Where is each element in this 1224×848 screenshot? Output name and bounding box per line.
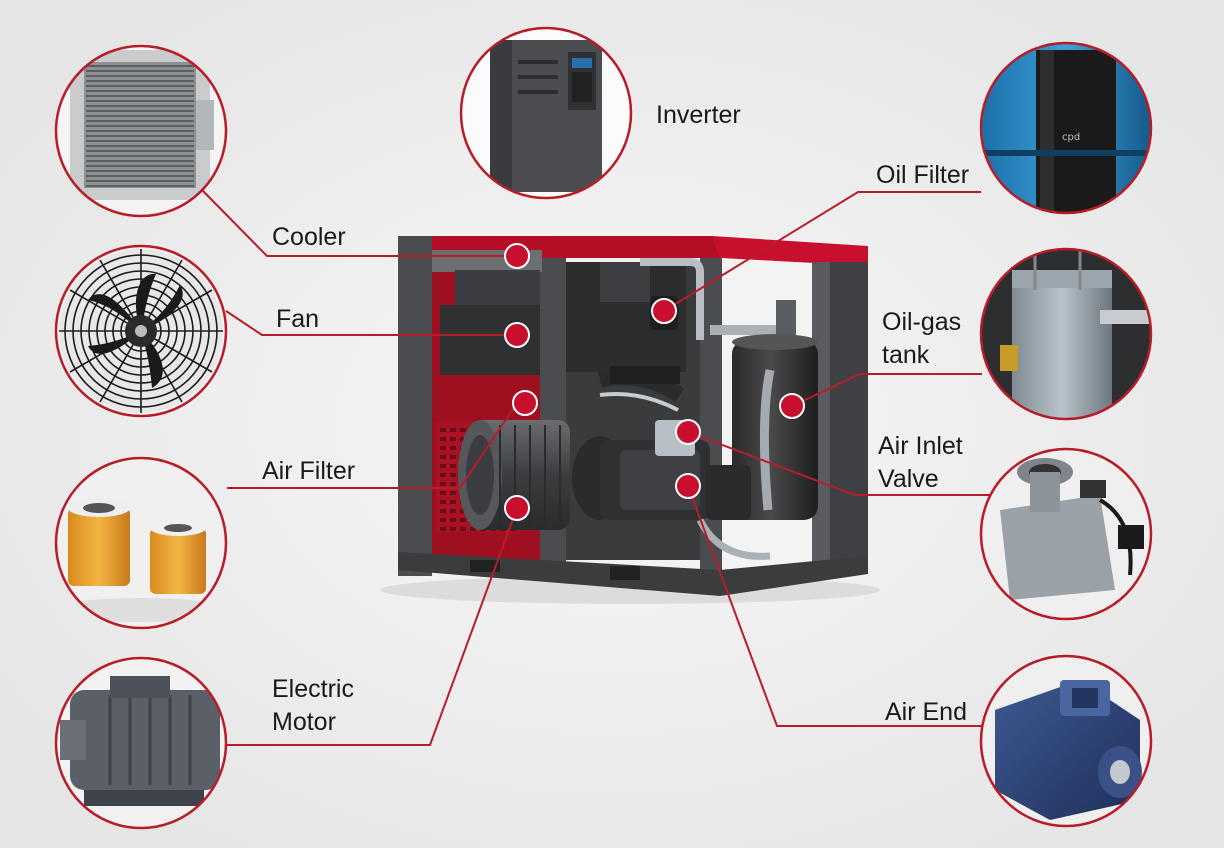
marker-cooler xyxy=(504,243,530,269)
svg-text:cpd: cpd xyxy=(1062,132,1080,143)
label-oil-gas-tank: Oil-gas tank xyxy=(882,308,962,369)
marker-oil-filter xyxy=(651,298,677,324)
marker-dots xyxy=(504,243,805,521)
label-air-end: Air End xyxy=(885,698,967,726)
leader-cooler xyxy=(201,189,517,257)
air-end-photo xyxy=(979,654,1153,828)
label-oil-filter: Oil Filter xyxy=(876,161,970,189)
leader-oil-filter xyxy=(663,191,981,312)
label-electric-motor: Electric Motor xyxy=(272,675,354,736)
air-filter-photo xyxy=(54,456,228,630)
electric-motor-photo xyxy=(54,656,228,830)
marker-air-filter xyxy=(512,390,538,416)
leader-oil-gas-tank xyxy=(791,373,982,407)
oil-filter-photo: cpd xyxy=(979,41,1153,215)
leader-electric-motor xyxy=(225,507,518,746)
marker-electric-motor xyxy=(504,495,530,521)
label-fan: Fan xyxy=(276,305,320,333)
marker-fan xyxy=(504,322,530,348)
fan-photo xyxy=(54,244,228,418)
leader-air-inlet-valve xyxy=(687,431,991,496)
label-inverter: Inverter xyxy=(656,101,741,129)
oil-gas-tank-photo xyxy=(979,247,1153,421)
motor-body xyxy=(458,420,570,530)
marker-air-end xyxy=(675,473,701,499)
marker-oil-gas-tank xyxy=(779,393,805,419)
cooler-photo xyxy=(54,44,228,218)
leader-lines xyxy=(201,189,991,746)
label-air-filter: Air Filter xyxy=(262,457,356,485)
compressor-illustration xyxy=(380,236,880,604)
label-air-inlet-valve: Air Inlet Valve xyxy=(878,432,963,493)
leader-air-end xyxy=(687,485,982,727)
inverter-photo xyxy=(459,26,633,200)
air-inlet-valve-photo xyxy=(979,447,1153,621)
marker-air-inlet-valve xyxy=(675,419,701,445)
leader-fan xyxy=(225,310,517,336)
label-cooler: Cooler xyxy=(272,223,346,251)
leader-air-filter xyxy=(227,402,518,489)
